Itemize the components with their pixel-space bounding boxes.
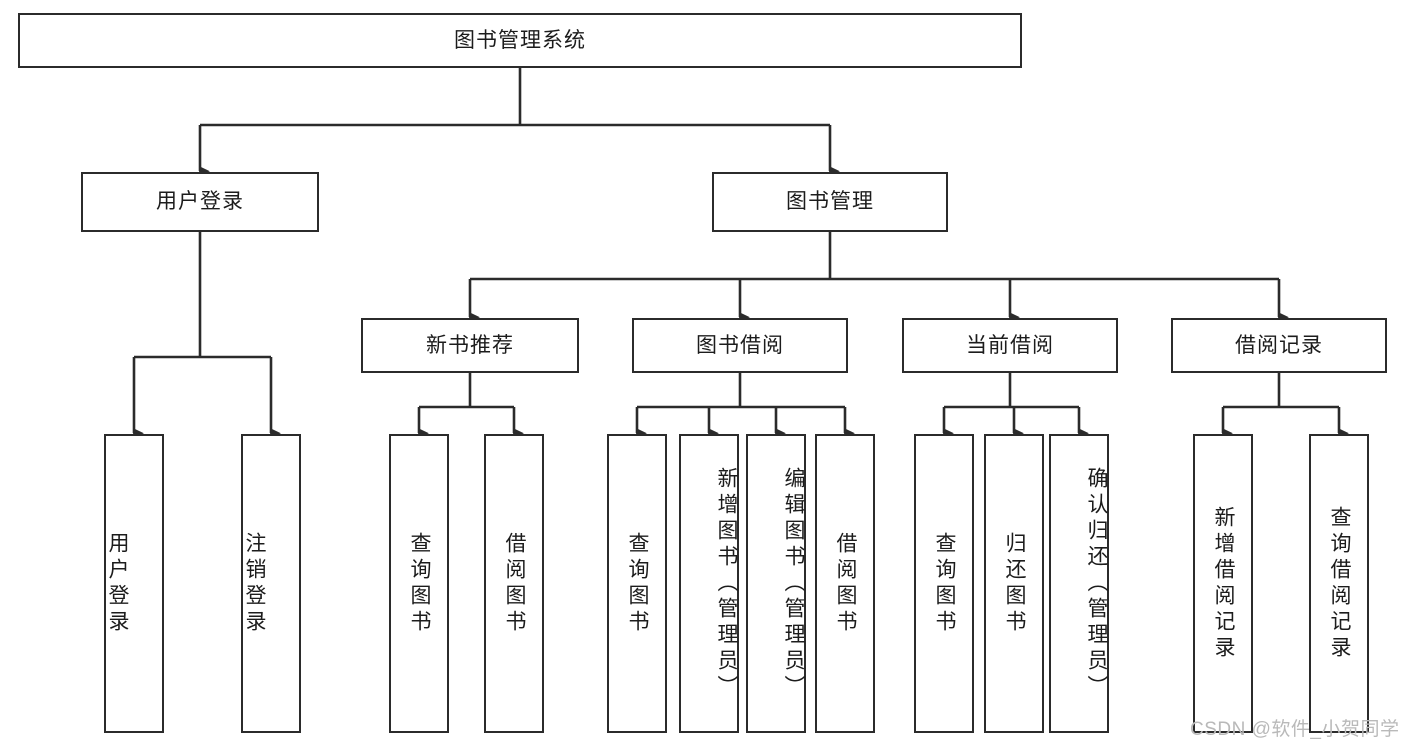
node-leaf-confirm-return[interactable]: 确认归还（管理员） (1049, 434, 1109, 733)
node-leaf-query-book-2[interactable]: 查询图书 (607, 434, 667, 733)
node-leaf-query-book-1[interactable]: 查询图书 (389, 434, 449, 733)
node-label: 新书推荐 (426, 333, 514, 357)
node-leaf-return-book[interactable]: 归还图书 (984, 434, 1044, 733)
node-label: 借阅记录 (1235, 333, 1323, 357)
node-label: 编辑图书（管理员） (782, 466, 805, 701)
node-leaf-add-record[interactable]: 新增借阅记录 (1193, 434, 1253, 733)
node-label: 借阅图书 (503, 531, 527, 636)
node-label: 查询图书 (408, 531, 432, 636)
node-leaf-edit-book[interactable]: 编辑图书（管理员） (746, 434, 806, 733)
node-label: 用户登录 (156, 190, 244, 214)
node-label: 归还图书 (1003, 531, 1027, 636)
node-label: 图书管理系统 (454, 28, 586, 52)
node-leaf-user-logout[interactable]: 注销登录 (241, 434, 301, 733)
node-book-manage[interactable]: 图书管理 (712, 172, 948, 232)
node-book-borrow[interactable]: 图书借阅 (632, 318, 848, 373)
node-label: 新增借阅记录 (1212, 505, 1236, 662)
node-label: 图书管理 (786, 190, 874, 214)
node-label: 查询图书 (933, 531, 957, 636)
node-label: 注销登录 (243, 531, 267, 636)
node-label: 用户登录 (106, 531, 130, 636)
node-leaf-borrow-book-2[interactable]: 借阅图书 (815, 434, 875, 733)
node-leaf-query-record[interactable]: 查询借阅记录 (1309, 434, 1369, 733)
node-leaf-query-book-3[interactable]: 查询图书 (914, 434, 974, 733)
node-label: 新增图书（管理员） (715, 466, 738, 701)
node-leaf-borrow-book-1[interactable]: 借阅图书 (484, 434, 544, 733)
node-borrow-record[interactable]: 借阅记录 (1171, 318, 1387, 373)
node-leaf-add-book[interactable]: 新增图书（管理员） (679, 434, 739, 733)
node-leaf-user-login[interactable]: 用户登录 (104, 434, 164, 733)
node-label: 查询借阅记录 (1328, 505, 1352, 662)
node-user-login[interactable]: 用户登录 (81, 172, 319, 232)
node-current-borrow[interactable]: 当前借阅 (902, 318, 1118, 373)
node-label: 确认归还（管理员） (1085, 466, 1108, 701)
node-label: 图书借阅 (696, 333, 784, 357)
node-root[interactable]: 图书管理系统 (18, 13, 1022, 68)
node-label: 查询图书 (626, 531, 650, 636)
node-label: 当前借阅 (966, 333, 1054, 357)
csdn-watermark: CSDN @软件_小贺同学 (1190, 719, 1400, 740)
node-label: 借阅图书 (834, 531, 858, 636)
node-new-book-rec[interactable]: 新书推荐 (361, 318, 579, 373)
